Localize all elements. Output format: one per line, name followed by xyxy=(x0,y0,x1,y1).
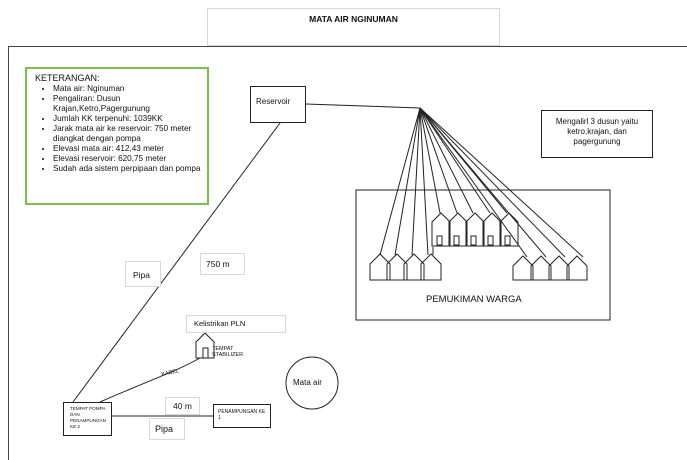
distance-750-box: 750 m xyxy=(200,253,245,275)
legend-item: Pengaliran: Dusun Krajan,Ketro,Pagergunu… xyxy=(53,94,201,114)
stabilizer-label: TEMPAT STABILIZER xyxy=(212,346,244,358)
pipe-label-lower: Pipa xyxy=(155,424,174,434)
spring-circle xyxy=(285,356,339,410)
cable-line xyxy=(99,357,201,403)
legend-heading: KETERANGAN: xyxy=(35,73,100,83)
pln-box: Kelistrikan PLN xyxy=(186,315,286,333)
pump-house-box: TEMPAT POMPA DAN PENAMPUNGAN KE 2 xyxy=(63,402,112,436)
distance-40-label: 40 m xyxy=(173,401,192,411)
houses-right-row xyxy=(512,255,588,281)
spring-label: Mata air xyxy=(293,378,322,387)
reservoir-1-box: PENAMPUNGAN KE 1 xyxy=(213,404,271,428)
reservoir-1-label: PENAMPUNGAN KE 1 xyxy=(218,409,266,421)
stabilizer-house-icon xyxy=(195,332,215,359)
legend-item: Elevasi reservoir: 620,75 meter xyxy=(53,154,201,164)
legend-item: Mata air: Nginuman xyxy=(53,84,201,94)
pipe-label-box-upper: Pipa xyxy=(125,261,161,287)
title-box: MATA AIR NGINUMAN xyxy=(207,8,500,46)
frame-top-line xyxy=(8,46,687,47)
pipe-line xyxy=(72,122,281,403)
pipe-label-upper: Pipa xyxy=(133,270,151,280)
legend-item: Sudah ada sistem perpipaan dan pompa xyxy=(53,164,201,174)
legend-item: Jarak mata air ke reservoir: 750 meter d… xyxy=(53,124,201,144)
pump-house-label: TEMPAT POMPA DAN PENAMPUNGAN KE 2 xyxy=(70,406,106,429)
distance-40-box: 40 m xyxy=(165,397,200,415)
page-title: MATA AIR NGINUMAN xyxy=(309,14,398,24)
reservoir-box: Reservoir xyxy=(250,86,306,123)
legend-item: Jumlah KK terpenuhi: 1039KK xyxy=(53,114,201,124)
note-text: Mengalirl 3 dusun yaitu ketro,krajan, da… xyxy=(555,117,639,146)
distribution-lines xyxy=(305,103,584,258)
legend-box: KETERANGAN: Mata air: Nginuman Pengalira… xyxy=(25,67,209,205)
houses-left-row xyxy=(369,253,442,281)
reservoir-label: Reservoir xyxy=(256,97,291,106)
legend-list: Mata air: Nginuman Pengaliran: Dusun Kra… xyxy=(35,84,201,174)
settlement-label: PEMUKIMAN WARGA xyxy=(426,294,522,305)
pipe-label-box-lower: Pipa xyxy=(149,418,185,440)
pln-label: Kelistrikan PLN xyxy=(194,319,246,328)
houses-center-row xyxy=(431,212,519,247)
settlement-frame xyxy=(355,189,611,321)
legend-item: Elevasi mata air: 412,43 meter xyxy=(53,144,201,154)
distance-750-label: 750 m xyxy=(206,259,230,269)
note-box: Mengalirl 3 dusun yaitu ketro,krajan, da… xyxy=(541,110,653,158)
frame-left-line xyxy=(8,46,9,460)
